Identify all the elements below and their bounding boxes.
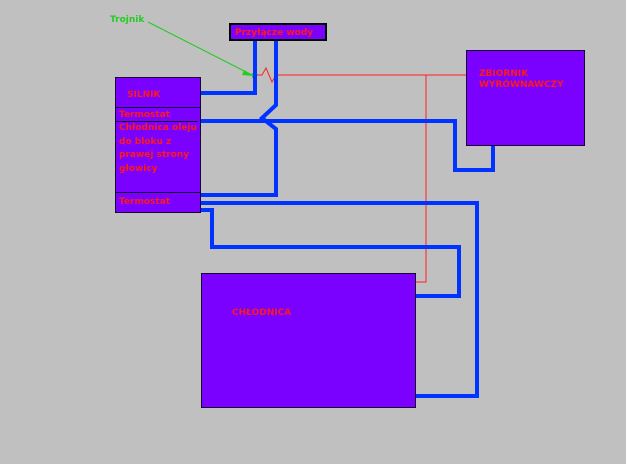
- pipe-inlet-right: [201, 38, 278, 197]
- tee-callout-label: Trojnik: [110, 15, 145, 25]
- pipe-head-to-tank: [201, 119, 495, 172]
- engine-title: SILNIK: [127, 90, 161, 100]
- expansion-tank-box: ZBIORNIK WYRÓWNAWCZY: [466, 50, 585, 146]
- water-connection-box: Przyłącze wody: [229, 23, 327, 41]
- engine-section-oil-cooler: Chłodnica oleju do bloku z prawej strony…: [116, 121, 198, 192]
- callout-leader-line: [147, 21, 255, 77]
- engine-section-thermostat-1: Termostat: [116, 107, 200, 121]
- vent-line-top: [256, 66, 467, 84]
- callout-arrow-icon: [242, 70, 254, 76]
- engine-box: SILNIK Termostat Chłodnica oleju do blok…: [115, 77, 201, 213]
- pipe-to-radiator-loop: [201, 208, 461, 298]
- expansion-tank-title: ZBIORNIK WYRÓWNAWCZY: [479, 69, 564, 90]
- radiator-title: CHŁODNICA: [232, 308, 292, 318]
- engine-section-thermostat-2: Termostat: [116, 192, 200, 213]
- water-connection-label: Przyłącze wody: [235, 28, 314, 38]
- pipe-inlet-left: [201, 38, 257, 95]
- vent-line-down: [416, 75, 427, 283]
- pipe-radiator-return: [201, 201, 479, 398]
- radiator-box: CHŁODNICA: [201, 273, 416, 408]
